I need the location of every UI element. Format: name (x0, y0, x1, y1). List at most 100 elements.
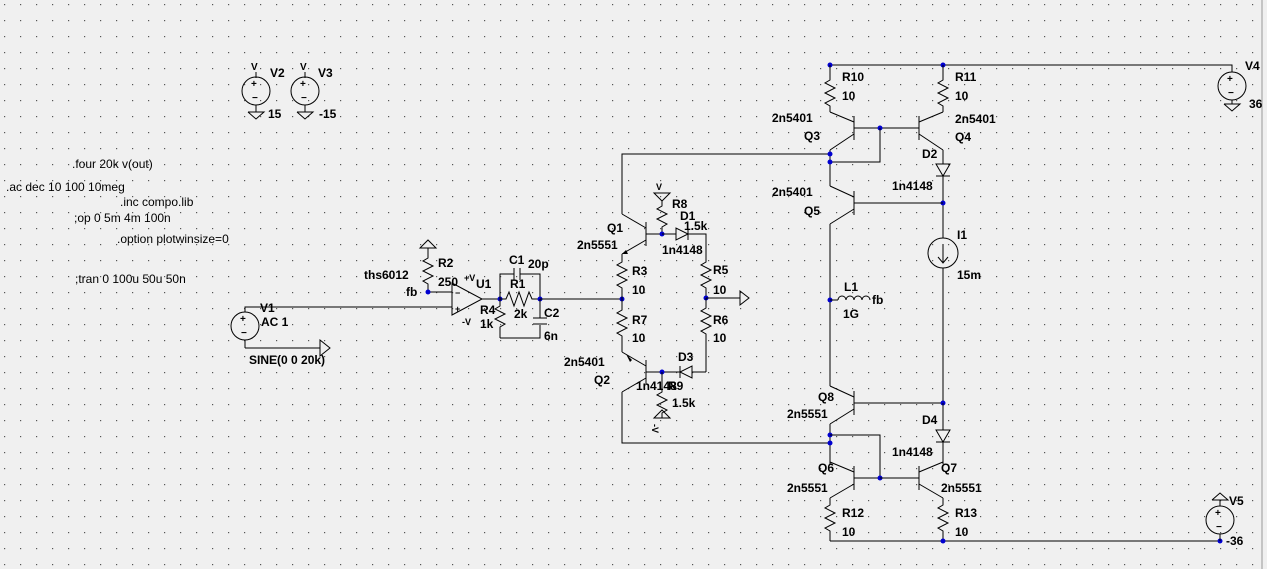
svg-text:I1: I1 (957, 228, 967, 242)
resistor-r9[interactable]: -V R9 1.5k (650, 372, 696, 433)
junction (827, 159, 833, 165)
opamp-u1[interactable]: − + +V -V U1 (451, 273, 492, 327)
resistor-r10[interactable]: R10 10 (823, 65, 864, 112)
wire-q1-collector (621, 153, 830, 214)
svg-text:V5: V5 (1229, 494, 1244, 508)
svg-text:R2: R2 (438, 256, 454, 270)
transistor-q5[interactable]: 2n5401 Q5 (772, 185, 943, 225)
svg-text:V: V (251, 62, 258, 73)
resistor-r12[interactable]: R12 10 (823, 498, 864, 541)
svg-text:V: V (656, 182, 662, 192)
resistor-r6[interactable]: R6 10 (699, 298, 729, 372)
transistor-q6[interactable]: Q6 2n5551 (787, 461, 880, 499)
resistor-r5[interactable]: R5 10 (699, 258, 729, 298)
transistor-q1[interactable]: Q1 2n5551 (577, 213, 662, 255)
diode-d4[interactable]: D4 1n4148 (892, 403, 951, 464)
svg-text:6n: 6n (544, 329, 558, 343)
svg-text:R13: R13 (955, 506, 977, 520)
svg-text:Q6: Q6 (818, 461, 834, 475)
svg-text:R6: R6 (713, 313, 729, 327)
current-source-i1[interactable]: I1 15m (927, 228, 981, 403)
source-v4[interactable]: + − V4 36 (1217, 59, 1263, 112)
svg-text:+: + (455, 304, 460, 314)
v1-ac: AC 1 (261, 315, 289, 329)
svg-text:D3: D3 (678, 350, 694, 364)
resistor-r3[interactable]: R3 10 (615, 254, 648, 299)
svg-text:10: 10 (842, 89, 856, 103)
resistor-r7[interactable]: R7 10 (615, 299, 648, 346)
directive-inc[interactable]: .inc compo.lib (120, 195, 194, 209)
svg-text:R10: R10 (842, 70, 864, 84)
v2-name: V2 (270, 66, 285, 80)
opamp-model: ths6012 (364, 268, 409, 282)
svg-text:1k: 1k (480, 317, 494, 331)
directive-ac[interactable]: .ac dec 10 100 10meg (6, 180, 125, 194)
resistor-r11[interactable]: R11 10 (936, 65, 977, 112)
v1-value: SINE(0 0 20k) (249, 353, 325, 367)
resistor-r2[interactable]: R2 250 (418, 239, 458, 292)
directive-op[interactable]: ;op 0 5m 4m 100n (74, 211, 171, 225)
svg-text:1n4148: 1n4148 (892, 445, 933, 459)
svg-text:10: 10 (713, 283, 727, 297)
svg-text:V4: V4 (1245, 59, 1260, 73)
capacitor-c2[interactable]: C2 6n (533, 299, 560, 343)
svg-text:C2: C2 (544, 306, 560, 320)
svg-text:10: 10 (955, 89, 969, 103)
svg-text:−: − (1228, 88, 1234, 99)
diode-d2[interactable]: D2 1n4148 (892, 147, 951, 238)
source-v2[interactable]: + − V V2 15 (241, 62, 285, 121)
svg-text:2n5551: 2n5551 (787, 481, 828, 495)
svg-text:-36: -36 (1226, 534, 1244, 548)
svg-text:Q4: Q4 (955, 130, 971, 144)
svg-text:2n5401: 2n5401 (772, 185, 813, 199)
svg-text:R12: R12 (842, 506, 864, 520)
svg-text:D2: D2 (922, 147, 938, 161)
svg-text:2n5551: 2n5551 (577, 238, 618, 252)
svg-text:R3: R3 (632, 264, 648, 278)
svg-text:1n4148: 1n4148 (892, 179, 933, 193)
svg-text:Q8: Q8 (818, 390, 834, 404)
svg-text:−: − (301, 93, 307, 104)
wire-q3-bias (830, 128, 881, 163)
svg-text:D4: D4 (922, 413, 938, 427)
directive-option[interactable]: .option plotwinsize=0 (117, 232, 229, 246)
svg-text:2n5551: 2n5551 (941, 481, 982, 495)
svg-text:2n5401: 2n5401 (955, 112, 996, 126)
junction (827, 440, 833, 446)
svg-text:R7: R7 (632, 313, 648, 327)
resistor-r13[interactable]: R13 10 (936, 498, 977, 541)
svg-text:250: 250 (438, 275, 458, 289)
source-v1[interactable]: + − V1 AC 1 SINE(0 0 20k) (230, 301, 331, 367)
transistor-q2[interactable]: 2n5401 Q2 (564, 351, 662, 393)
svg-text:R1: R1 (510, 277, 526, 291)
transistor-q3[interactable]: 2n5401 Q3 (772, 111, 880, 151)
svg-text:36: 36 (1249, 97, 1263, 111)
svg-text:1n4148: 1n4148 (662, 243, 703, 257)
svg-text:−: − (241, 328, 247, 339)
svg-text:D1: D1 (680, 209, 696, 223)
v3-name: V3 (318, 66, 333, 80)
resistor-r1[interactable]: R1 2k (500, 277, 540, 321)
output-port[interactable] (706, 289, 750, 307)
inductor-l1[interactable]: L1 1G fb (830, 280, 883, 321)
svg-text:C1: C1 (509, 253, 525, 267)
v1-name: V1 (260, 301, 275, 315)
source-v5[interactable]: + − V5 -36 (1205, 492, 1244, 548)
diode-d3[interactable]: D3 1n4148 (636, 350, 706, 393)
svg-text:Q2: Q2 (594, 373, 610, 387)
directive-four[interactable]: .four 20k v(out) (72, 157, 153, 171)
transistor-q7[interactable]: Q7 2n5551 (880, 461, 982, 499)
directive-tran[interactable]: ;tran 0 100u 50u 50n (75, 272, 186, 286)
svg-text:+: + (300, 79, 306, 90)
capacitor-c1[interactable]: C1 20p (499, 253, 549, 299)
source-v3[interactable]: + − V V3 -15 (290, 62, 337, 121)
svg-text:2k: 2k (514, 307, 528, 321)
transistor-q4[interactable]: 2n5401 Q4 (880, 111, 996, 151)
resistor-r4[interactable]: R4 1k (480, 299, 507, 338)
transistor-q8[interactable]: Q8 2n5551 (787, 385, 943, 425)
svg-text:R5: R5 (713, 263, 729, 277)
svg-text:fb: fb (872, 293, 883, 307)
resistor-r8[interactable]: V R8 1.5k (652, 182, 708, 234)
diode-d1[interactable]: D1 1n4148 (662, 209, 707, 258)
